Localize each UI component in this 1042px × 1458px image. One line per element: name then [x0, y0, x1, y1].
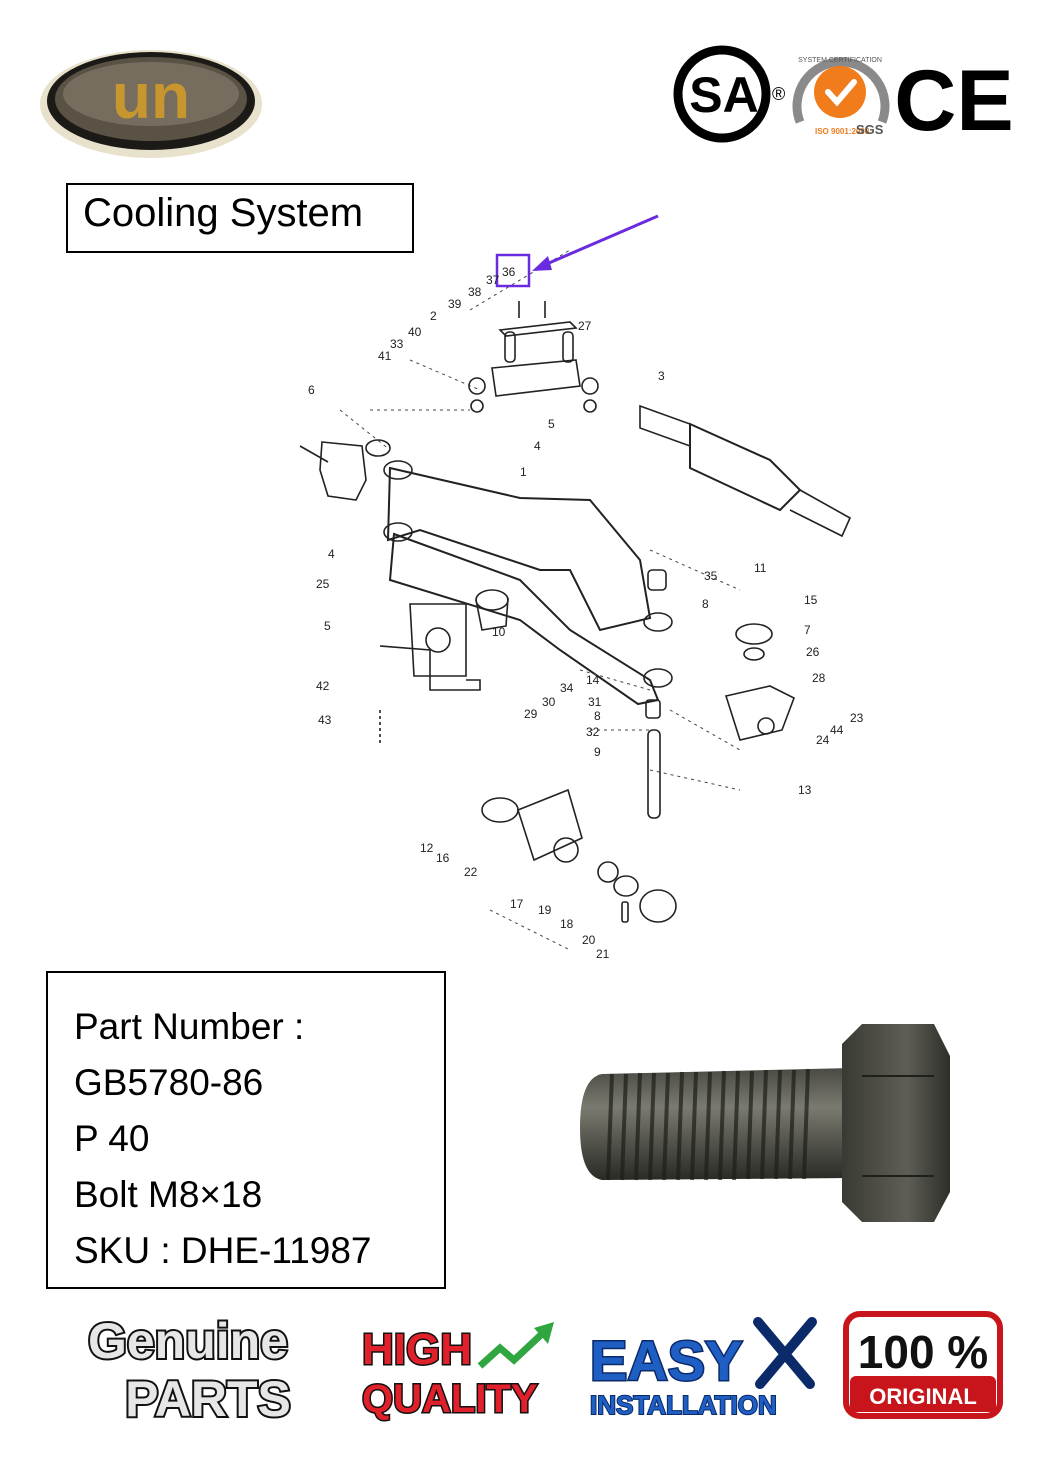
callout-number: 5: [548, 417, 555, 431]
csa-text: SA: [689, 67, 758, 123]
callout-number: 12: [420, 841, 434, 855]
highlight-box: [495, 253, 531, 288]
brand-logo: un: [40, 50, 262, 158]
sku: SKU : DHE-11987: [74, 1230, 372, 1271]
callout-number: 15: [804, 593, 818, 607]
callout-number: 20: [582, 933, 596, 947]
page-reference: P 40: [74, 1118, 150, 1159]
callout-number: 17: [510, 897, 524, 911]
part-description: Bolt M8×18: [74, 1174, 263, 1215]
callout-number: 8: [702, 597, 709, 611]
callout-number: 40: [408, 325, 422, 339]
logo-text: un: [112, 60, 190, 132]
feature-badges: Genuine PARTS HIGH QUALITY EASY INSTALLA…: [86, 1311, 1003, 1429]
callout-number: 30: [542, 695, 556, 709]
high-quality-badge: HIGH QUALITY: [361, 1322, 554, 1423]
callout-number: 39: [448, 297, 462, 311]
highlight-arrow: [541, 214, 659, 268]
callout-number: 13: [798, 783, 812, 797]
callout-number: 32: [586, 725, 600, 739]
sgs-ring-text: SYSTEM CERTIFICATION: [798, 57, 882, 64]
callout-number: 25: [316, 577, 330, 591]
certification-marks: SA ® SYSTEM CERTIFICATION ISO 9001:2008 …: [673, 45, 1012, 146]
callout-number: 10: [492, 625, 506, 639]
original-percent: 100 %: [858, 1326, 988, 1378]
part-number-label: Part Number :: [74, 1006, 305, 1047]
quality-text: QUALITY: [362, 1377, 538, 1421]
callout-number: 42: [316, 679, 330, 693]
installation-text: INSTALLATION: [590, 1390, 777, 1420]
callout-number: 41: [378, 349, 392, 363]
callout-number: 34: [560, 681, 574, 695]
original-badge: 100 % ORIGINAL: [843, 1311, 1003, 1419]
callout-number: 22: [464, 865, 478, 879]
callout-number: 14: [586, 673, 600, 687]
callout-number: 44: [830, 723, 844, 737]
high-text: HIGH: [362, 1325, 472, 1374]
callout-number: 43: [318, 713, 332, 727]
callout-number: 19: [538, 903, 552, 917]
genuine-text: Genuine: [88, 1313, 288, 1369]
ce-mark: CE: [894, 53, 1012, 146]
callout-number: 16: [436, 851, 450, 865]
callout-number: 2: [430, 309, 437, 323]
callout-number: 26: [806, 645, 820, 659]
callout-number: 37: [486, 273, 500, 287]
callout-number: 24: [816, 733, 830, 747]
part-info-box: Part Number : GB5780-86 P 40 Bolt M8×18 …: [46, 971, 446, 1289]
sgs-label: SGS: [856, 122, 884, 137]
csa-mark: SA ®: [673, 45, 785, 143]
callout-number: 11: [754, 561, 767, 575]
callout-number: 4: [328, 547, 335, 561]
callout-number: 29: [524, 707, 538, 721]
callout-number: 33: [390, 337, 404, 351]
callout-number: 6: [308, 383, 315, 397]
sgs-iso-text: ISO 9001:2008: [815, 127, 870, 136]
easy-text: EASY: [590, 1329, 743, 1392]
callout-number: 5: [324, 619, 331, 633]
callout-number: 35: [704, 569, 718, 583]
part-number-value: GB5780-86: [74, 1062, 264, 1103]
callout-number: 7: [804, 623, 811, 637]
callout-number: 1: [520, 465, 527, 479]
callout-number: 23: [850, 711, 864, 725]
callout-number: 18: [560, 917, 574, 931]
callout-number: 27: [578, 319, 592, 333]
callout-number: 9: [594, 745, 601, 759]
parts-text: PARTS: [125, 1371, 291, 1427]
bolt-photo: [580, 1024, 950, 1222]
callout-number: 38: [468, 285, 482, 299]
callout-number: 8: [594, 709, 601, 723]
callout-number: 4: [534, 439, 541, 453]
section-title: Cooling System: [66, 183, 414, 253]
callout-number: 21: [596, 947, 610, 961]
easy-installation-badge: EASY INSTALLATION: [589, 1317, 817, 1421]
callout-number: 31: [588, 695, 602, 709]
sgs-iso-badge: SYSTEM CERTIFICATION ISO 9001:2008 SGS: [792, 57, 890, 137]
callout-number: 36: [502, 265, 516, 279]
trend-arrow-icon: [477, 1329, 547, 1369]
registered-symbol: ®: [772, 84, 785, 104]
original-label: ORIGINAL: [869, 1384, 977, 1409]
callout-number: 3: [658, 369, 665, 383]
wrench-screwdriver-icon: [753, 1317, 817, 1389]
callout-number: 28: [812, 671, 826, 685]
genuine-parts-badge: Genuine PARTS: [86, 1311, 293, 1429]
